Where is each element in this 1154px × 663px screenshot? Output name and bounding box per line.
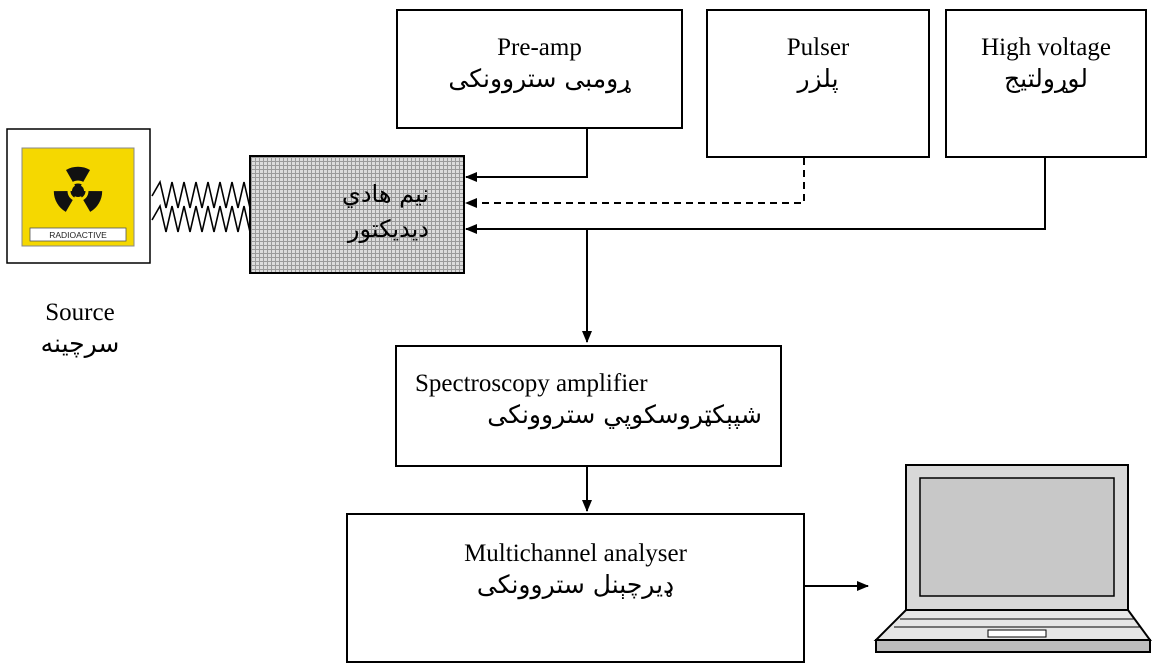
pulser-label-en: Pulser [786, 34, 850, 61]
mca-label-en: Multichannel analyser [464, 540, 687, 567]
radioactive-badge-text: RADIOACTIVE [49, 230, 107, 240]
radioactive-badge-strip [29, 227, 127, 242]
preamp-label-en: Pre-amp [497, 34, 582, 61]
preamp-box: Pre-amp ړومبی ستروونکی [396, 9, 683, 129]
mca-box: Multichannel analyser ډيرچېنل ستروونکی [346, 513, 805, 663]
laptop-icon [873, 464, 1152, 653]
source-label: Source سرچینه [10, 298, 150, 361]
radiation-trefoil-icon [53, 166, 103, 212]
amplifier-label-ps: شپېکټروسکوپي ستروونکی [487, 400, 762, 429]
high-voltage-label-ps: لوړولتیج [1004, 64, 1088, 93]
mca-label-ps: ډيرچېنل ستروونکی [476, 570, 675, 599]
pulser-label-ps: پلزر [797, 64, 839, 93]
pulser-to-detector-wire [465, 158, 805, 208]
pulser-box: Pulser پلزر [706, 9, 930, 158]
detector-box: نيم هادي ديديکتور [249, 155, 465, 274]
high-voltage-box: High voltage لوړولتیج [945, 9, 1147, 158]
amplifier-box: Spectroscopy amplifier شپېکټروسکوپي سترو… [395, 345, 782, 467]
preamp-label-ps: ړومبی ستروونکی [448, 64, 631, 93]
source-label-ps: سرچینه [40, 329, 120, 358]
preamp-to-detector-wire [465, 129, 588, 182]
amplifier-label-en: Spectroscopy amplifier [415, 370, 648, 397]
detector-label-line2: ديديکتور [347, 214, 429, 243]
highvoltage-to-detector-wire [465, 158, 1046, 234]
detector-label-line1: نيم هادي [342, 180, 429, 208]
source-label-en: Source [45, 299, 115, 326]
high-voltage-label-en: High voltage [981, 34, 1111, 61]
